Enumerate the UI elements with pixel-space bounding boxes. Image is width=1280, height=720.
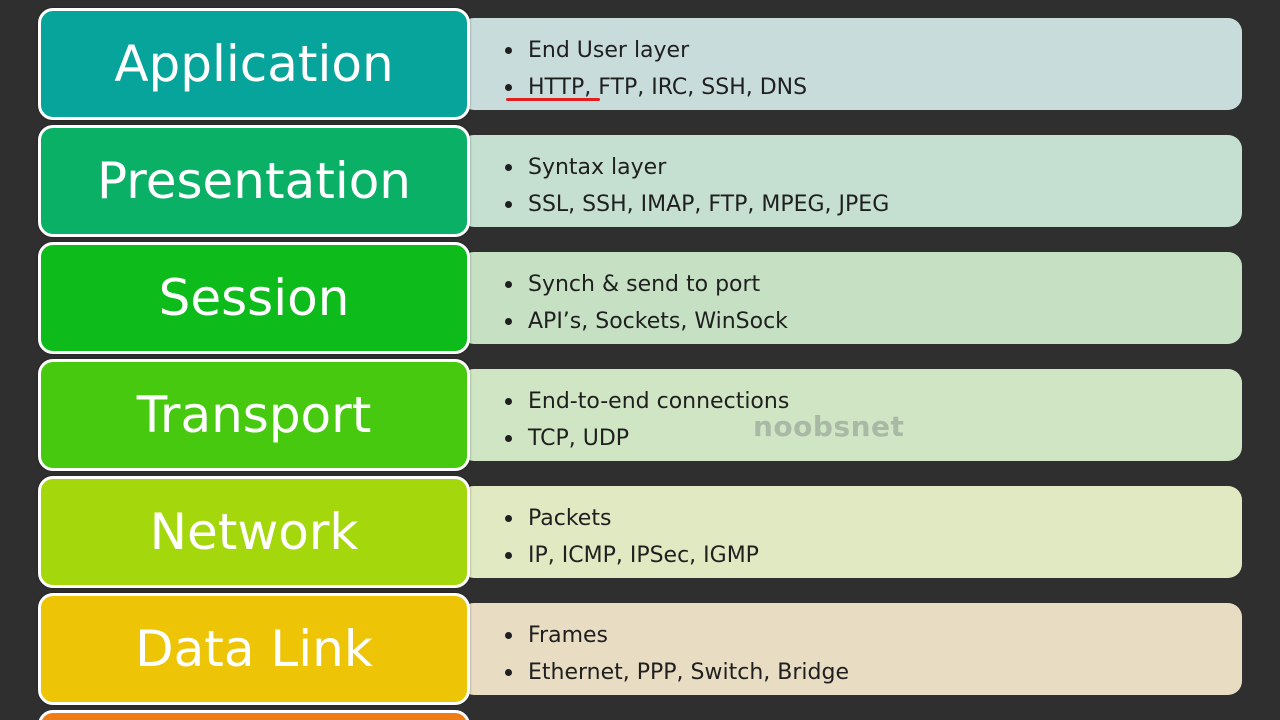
bullet-icon: [505, 84, 512, 91]
layer-name: Session: [158, 269, 350, 327]
layer-protocols-text: API’s, Sockets, WinSock: [528, 309, 788, 334]
layer-name: Application: [114, 35, 394, 93]
partial-layer-box: [38, 710, 470, 720]
layer-description-box: End-to-end connections TCP, UDP: [460, 369, 1242, 461]
layer-description-text: Frames: [528, 623, 609, 648]
layer-application: End User layer HTTP, FTP, IRC, SSH, DNS …: [0, 8, 1280, 124]
watermark-text: noobsnet: [753, 410, 905, 443]
bullet-icon: [505, 669, 512, 676]
layer-description-line: Syntax layer: [500, 149, 1242, 186]
bullet-icon: [505, 515, 512, 522]
layer-name-box: Data Link: [38, 593, 470, 705]
layer-session: Synch & send to port API’s, Sockets, Win…: [0, 242, 1280, 358]
layer-description-line: Frames: [500, 617, 1242, 654]
layer-name-box: Presentation: [38, 125, 470, 237]
layer-protocols-text: HTTP, FTP, IRC, SSH, DNS: [528, 75, 808, 100]
layer-description-line: End-to-end connections: [500, 383, 1242, 420]
layer-name: Network: [149, 503, 359, 561]
layer-description-text: Synch & send to port: [528, 272, 761, 297]
layer-description-text: Packets: [528, 506, 612, 531]
layer-protocols-line: IP, ICMP, IPSec, IGMP: [500, 537, 1242, 574]
bullet-icon: [505, 632, 512, 639]
layer-description-box: End User layer HTTP, FTP, IRC, SSH, DNS: [460, 18, 1242, 110]
bullet-icon: [505, 318, 512, 325]
layer-description-line: Packets: [500, 500, 1242, 537]
layer-name-box: Application: [38, 8, 470, 120]
layer-protocols-text: Ethernet, PPP, Switch, Bridge: [528, 660, 849, 685]
layer-name: Data Link: [135, 620, 373, 678]
layer-name-box: Transport: [38, 359, 470, 471]
layer-protocols-text: TCP, UDP: [528, 426, 630, 451]
layer-description-text: End-to-end connections: [528, 389, 790, 414]
bullet-icon: [505, 435, 512, 442]
bullet-icon: [505, 552, 512, 559]
layer-description-line: End User layer: [500, 32, 1242, 69]
layer-description-text: End User layer: [528, 38, 690, 63]
layer-protocols-text: IP, ICMP, IPSec, IGMP: [528, 543, 759, 568]
layer-protocols-line: Ethernet, PPP, Switch, Bridge: [500, 654, 1242, 691]
layer-network: Packets IP, ICMP, IPSec, IGMP Network: [0, 476, 1280, 592]
bullet-icon: [505, 164, 512, 171]
layer-protocols-line: API’s, Sockets, WinSock: [500, 303, 1242, 340]
layer-name: Presentation: [96, 152, 411, 210]
layer-protocols-line: HTTP, FTP, IRC, SSH, DNS: [500, 69, 1242, 106]
bullet-icon: [505, 398, 512, 405]
layer-description-box: Packets IP, ICMP, IPSec, IGMP: [460, 486, 1242, 578]
bullet-icon: [505, 281, 512, 288]
layer-name: Transport: [136, 386, 372, 444]
layer-protocols-text: SSL, SSH, IMAP, FTP, MPEG, JPEG: [528, 192, 890, 217]
layer-name-box: Network: [38, 476, 470, 588]
layer-data-link: Frames Ethernet, PPP, Switch, Bridge Dat…: [0, 593, 1280, 709]
bullet-icon: [505, 201, 512, 208]
layer-name-box: Session: [38, 242, 470, 354]
layer-description-line: Synch & send to port: [500, 266, 1242, 303]
layer-protocols-line: TCP, UDP: [500, 420, 1242, 457]
layer-presentation: Syntax layer SSL, SSH, IMAP, FTP, MPEG, …: [0, 125, 1280, 241]
bullet-icon: [505, 47, 512, 54]
layer-description-box: Synch & send to port API’s, Sockets, Win…: [460, 252, 1242, 344]
layer-description-box: Syntax layer SSL, SSH, IMAP, FTP, MPEG, …: [460, 135, 1242, 227]
layer-protocols-line: SSL, SSH, IMAP, FTP, MPEG, JPEG: [500, 186, 1242, 223]
layer-transport: End-to-end connections TCP, UDP Transpor…: [0, 359, 1280, 475]
highlight-underline: [506, 98, 600, 101]
layer-description-box: Frames Ethernet, PPP, Switch, Bridge: [460, 603, 1242, 695]
layer-description-text: Syntax layer: [528, 155, 667, 180]
